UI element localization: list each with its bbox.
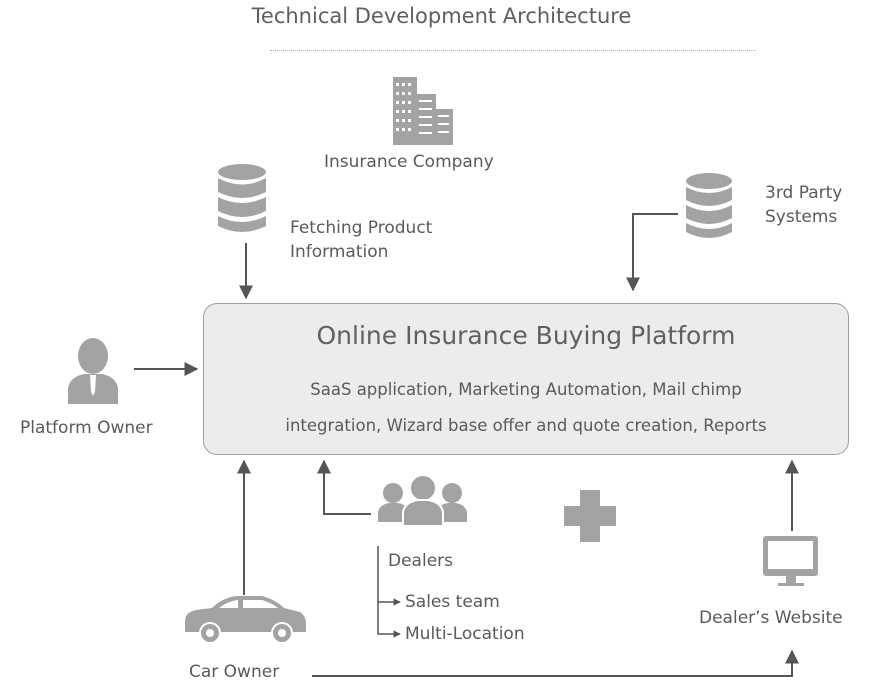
- dealers-label: Dealers: [388, 551, 453, 571]
- dealer-tree-lines: [377, 546, 401, 638]
- connectors: [134, 213, 799, 677]
- group-icon: [378, 476, 467, 527]
- dealer-website-label: Dealer’s Website: [699, 608, 843, 628]
- platform-box: Online Insurance Buying Platform SaaS ap…: [203, 303, 849, 455]
- product-info-label-line1: Fetching Product: [290, 218, 433, 238]
- person-icon: [68, 338, 118, 404]
- arrow-third-party-to-platform: [626, 213, 678, 292]
- third-party-label: 3rd Party Systems: [765, 181, 842, 229]
- product-info-label-line2: Information: [290, 242, 389, 262]
- database-icon: [218, 164, 266, 232]
- title-divider: [270, 50, 756, 51]
- diagram-title: Technical Development Architecture: [251, 4, 632, 28]
- platform-description-line2: integration, Wizard base offer and quote…: [285, 416, 767, 435]
- arrow-car-owner-to-website: [312, 649, 799, 677]
- plus-icon: [564, 490, 616, 542]
- third-party-label-line2: Systems: [765, 207, 838, 227]
- product-info-label: Fetching Product Information: [290, 216, 432, 264]
- building-icon: [393, 77, 453, 145]
- platform-description-line1: SaaS application, Marketing Automation, …: [310, 380, 742, 399]
- arrow-dealers-to-platform: [317, 459, 371, 515]
- car-owner-label: Car Owner: [189, 662, 280, 682]
- car-icon: [185, 596, 306, 644]
- monitor-icon: [763, 536, 818, 586]
- third-party-label-line1: 3rd Party: [765, 183, 843, 203]
- dealers-child-sales-team: Sales team: [405, 592, 500, 612]
- dealers-child-multi-location: Multi-Location: [405, 624, 525, 644]
- insurance-company-label: Insurance Company: [324, 152, 494, 172]
- platform-title: Online Insurance Buying Platform: [316, 321, 736, 350]
- platform-owner-label: Platform Owner: [20, 418, 153, 438]
- platform-description: SaaS application, Marketing Automation, …: [204, 372, 848, 444]
- database-icon: [686, 173, 732, 238]
